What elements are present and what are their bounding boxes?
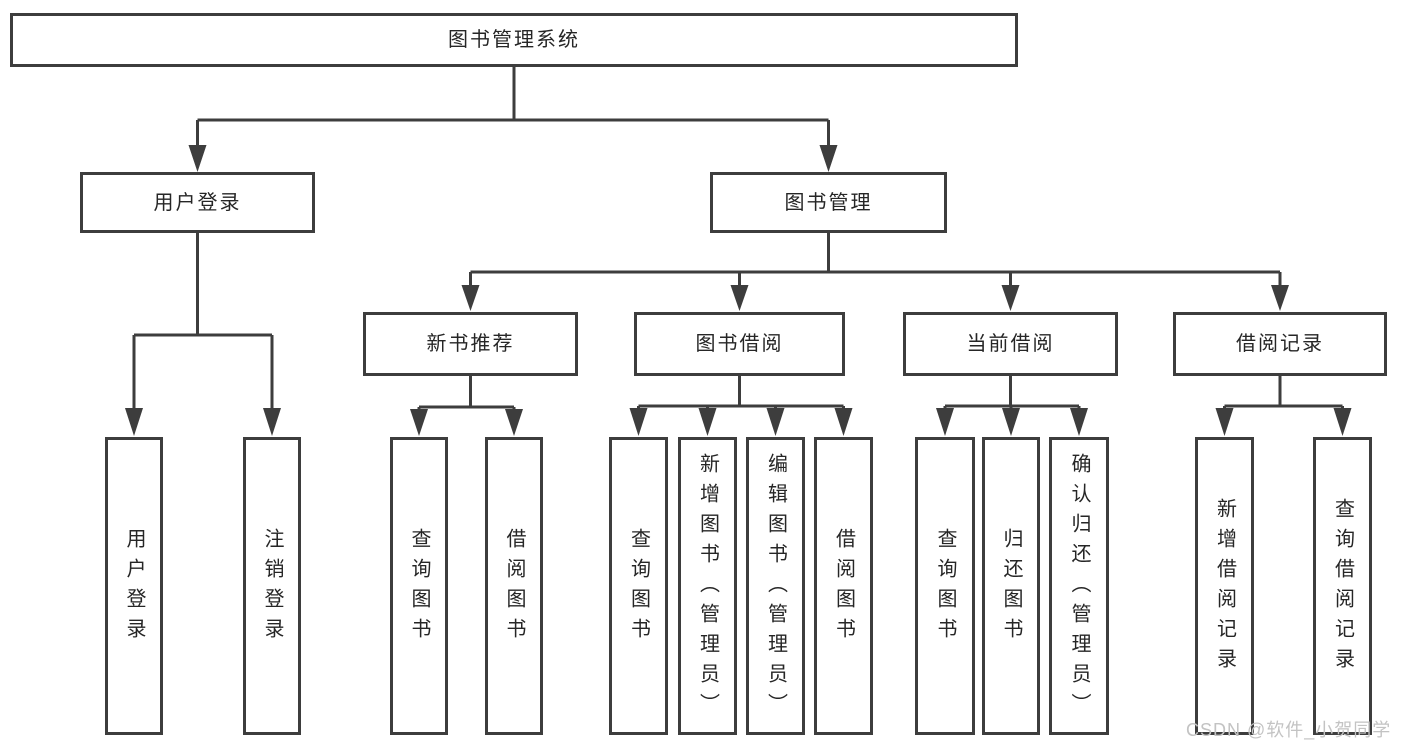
node-library-management-system: 图书管理系统: [10, 13, 1018, 67]
node-add-borrow-record: 新增借阅记录: [1195, 437, 1254, 735]
node-confirm-return-admin: 确认归还（管理员）: [1049, 437, 1109, 735]
node-query-books-recommend: 查询图书: [390, 437, 448, 735]
node-book-management: 图书管理: [710, 172, 947, 233]
node-logout: 注销登录: [243, 437, 301, 735]
node-user-login: 用户登录: [80, 172, 315, 233]
node-query-borrow-record: 查询借阅记录: [1313, 437, 1372, 735]
node-borrow-book-recommend: 借阅图书: [485, 437, 543, 735]
node-user-login-action: 用户登录: [105, 437, 163, 735]
csdn-watermark: CSDN @软件_小贺同学: [1186, 720, 1392, 740]
node-edit-book-admin: 编辑图书（管理员）: [746, 437, 805, 735]
node-query-books-borrowing: 查询图书: [609, 437, 668, 735]
node-add-book-admin: 新增图书（管理员）: [678, 437, 737, 735]
node-new-book-recommendation: 新书推荐: [363, 312, 578, 376]
node-current-borrowing: 当前借阅: [903, 312, 1118, 376]
node-query-books-current: 查询图书: [915, 437, 975, 735]
node-book-borrowing: 图书借阅: [634, 312, 845, 376]
node-borrowing-records: 借阅记录: [1173, 312, 1387, 376]
node-return-book: 归还图书: [982, 437, 1040, 735]
node-borrow-book-borrowing: 借阅图书: [814, 437, 873, 735]
